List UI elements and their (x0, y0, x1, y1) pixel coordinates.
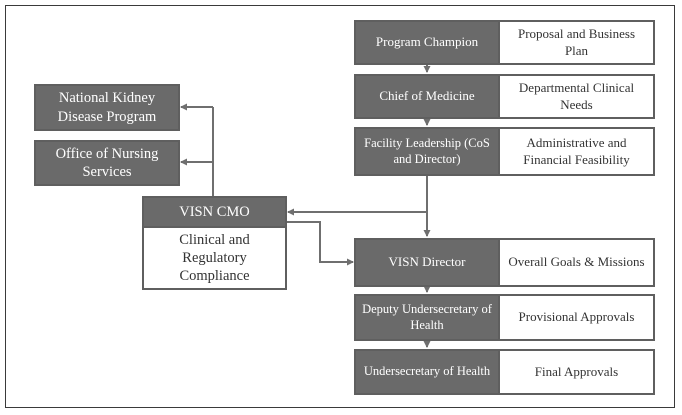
visn-director-box: VISN Director (354, 238, 500, 287)
proposal-business-plan-label: Proposal and Business Plan (518, 26, 635, 58)
office-nursing-label: Office of Nursing Services (55, 145, 159, 180)
diagram-frame (5, 5, 675, 408)
administrative-financial-label: Administrative and Financial Feasibility (523, 135, 630, 167)
program-champion-box: Program Champion (354, 20, 500, 65)
administrative-financial-box: Administrative and Financial Feasibility (498, 127, 655, 176)
provisional-approvals-box: Provisional Approvals (498, 294, 655, 341)
departmental-clinical-needs-label: Departmental Clinical Needs (518, 80, 635, 112)
visn-director-label: VISN Director (388, 254, 466, 270)
arrow-visn-cmo-to-visn-director (286, 221, 354, 266)
national-kidney-box: National Kidney Disease Program (34, 84, 180, 131)
facility-leadership-label: Facility Leadership (CoS and Director) (364, 135, 490, 166)
visn-cmo-label: VISN CMO (179, 203, 250, 220)
chief-of-medicine-label: Chief of Medicine (379, 88, 475, 104)
chief-of-medicine-box: Chief of Medicine (354, 74, 500, 119)
provisional-approvals-label: Provisional Approvals (518, 309, 635, 325)
program-champion-label: Program Champion (375, 34, 479, 50)
facility-leadership-box: Facility Leadership (CoS and Director) (354, 127, 500, 176)
visn-cmo-box: VISN CMO (142, 196, 287, 228)
clinical-regulatory-box: Clinical and Regulatory Compliance (142, 226, 287, 290)
final-approvals-box: Final Approvals (498, 349, 655, 395)
overall-goals-label: Overall Goals & Missions (508, 254, 645, 270)
undersecretary-box: Undersecretary of Health (354, 349, 500, 395)
deputy-undersecretary-label: Deputy Undersecretary of Health (362, 301, 492, 332)
office-nursing-box: Office of Nursing Services (34, 140, 180, 186)
final-approvals-label: Final Approvals (534, 363, 619, 379)
clinical-regulatory-label: Clinical and Regulatory Compliance (179, 231, 250, 285)
national-kidney-label: National Kidney Disease Program (57, 90, 157, 125)
deputy-undersecretary-box: Deputy Undersecretary of Health (354, 294, 500, 341)
proposal-business-plan-box: Proposal and Business Plan (498, 20, 655, 65)
overall-goals-box: Overall Goals & Missions (498, 238, 655, 287)
departmental-clinical-needs-box: Departmental Clinical Needs (498, 74, 655, 119)
undersecretary-label: Undersecretary of Health (363, 364, 491, 379)
